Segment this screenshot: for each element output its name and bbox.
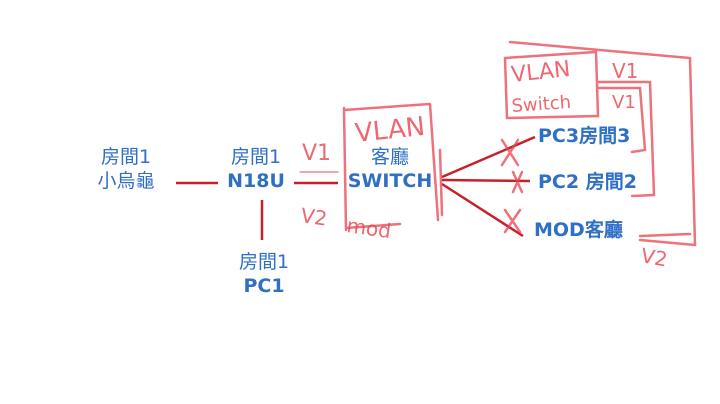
node-mod: MOD客廳 bbox=[534, 218, 623, 242]
annotation-mod-left: mod bbox=[345, 213, 392, 243]
annotation-v1-right-top: V1 bbox=[612, 59, 638, 83]
vlan-box-right bbox=[503, 40, 697, 247]
node-n18u-name: N18U bbox=[227, 170, 285, 192]
v2-route bbox=[638, 232, 692, 238]
annotation-v2-left: V2 bbox=[299, 203, 328, 230]
node-pc3-label: PC3房間3 bbox=[538, 125, 631, 147]
node-turtle: 房間1 小烏龜 bbox=[86, 145, 166, 193]
annotation-switch-right: Switch bbox=[511, 92, 572, 117]
node-pc2: PC2 房間2 bbox=[538, 170, 637, 194]
annotation-v2-right: V2 bbox=[639, 243, 669, 271]
v1-route-mid bbox=[596, 86, 647, 154]
node-turtle-room: 房間1 bbox=[100, 146, 152, 168]
link-switch-mod bbox=[441, 182, 524, 238]
annotation-vlan-left: VLAN bbox=[354, 112, 427, 149]
link-switch-pc3 bbox=[441, 135, 536, 179]
node-pc2-label: PC2 房間2 bbox=[538, 171, 637, 193]
node-n18u: 房間1 N18U bbox=[218, 145, 294, 193]
node-switch-name: SWITCH bbox=[347, 170, 433, 192]
node-n18u-room: 房間1 bbox=[230, 146, 282, 168]
link-switch-pc2 bbox=[441, 178, 531, 183]
x-mark-pc3 bbox=[500, 138, 520, 167]
node-pc1-room: 房間1 bbox=[238, 251, 290, 273]
v1-route-top bbox=[596, 80, 656, 198]
x-mark-pc2 bbox=[511, 170, 524, 194]
node-mod-label: MOD客廳 bbox=[534, 219, 623, 241]
annotation-v1-left: V1 bbox=[302, 141, 331, 166]
x-mark-mod bbox=[503, 208, 522, 234]
node-pc1: 房間1 PC1 bbox=[224, 250, 304, 298]
node-pc1-name: PC1 bbox=[243, 275, 285, 297]
node-switch: 客廳 SWITCH bbox=[338, 145, 442, 193]
vlan-box-left bbox=[342, 102, 440, 232]
node-pc3: PC3房間3 bbox=[538, 124, 630, 148]
annotation-v1-right-mid: V1 bbox=[612, 92, 636, 113]
handwritten-annotations bbox=[299, 40, 697, 247]
node-switch-room: 客廳 bbox=[370, 146, 409, 168]
node-turtle-name: 小烏龜 bbox=[97, 170, 155, 192]
switch-vertical-bar bbox=[438, 148, 444, 217]
annotation-vlan-right: VLAN bbox=[510, 57, 572, 88]
